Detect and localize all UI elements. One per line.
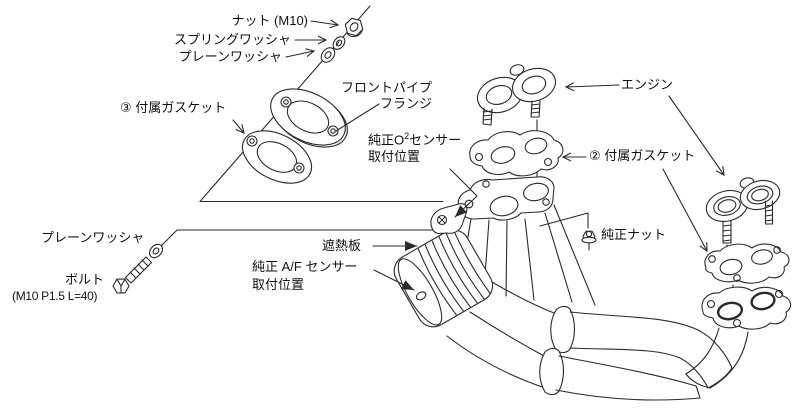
engine-flange-right-part bbox=[705, 177, 781, 244]
label-front-pipe-flange-1: フロントパイプ bbox=[340, 80, 432, 95]
label-engine: エンジン bbox=[621, 77, 674, 92]
label-af-sensor-line1: 純正 A/F センサー bbox=[252, 259, 358, 274]
right-flange-pipe bbox=[685, 327, 749, 389]
o2-suffix: センサー bbox=[409, 132, 462, 148]
label-plain-washer-top: プレーンワッシャ bbox=[178, 49, 282, 64]
o2-prefix: 純正O bbox=[368, 132, 405, 148]
bolt-part bbox=[112, 256, 153, 294]
label-bolt-spec: (M10 P1.5 L=40) bbox=[12, 289, 98, 303]
label-gasket2: ② 付属ガスケット bbox=[589, 148, 696, 163]
label-oem-nut: 純正ナット bbox=[601, 227, 667, 242]
gasket2-right-part bbox=[704, 243, 790, 284]
label-bolt: ボルト bbox=[65, 272, 105, 287]
plain-washer-bottom-part bbox=[148, 243, 164, 259]
o2-superscript: 2 bbox=[404, 131, 410, 141]
label-o2-sensor-line1: 純正O2センサー bbox=[368, 131, 461, 148]
manifold-flange-right-part bbox=[701, 286, 792, 330]
label-nut-m10: ナット (M10) bbox=[231, 13, 308, 28]
plain-washer-top-part bbox=[320, 47, 336, 63]
label-heat-shield: 遮熱板 bbox=[322, 238, 362, 253]
engine-flange-left-part bbox=[476, 64, 557, 126]
gasket3-part bbox=[241, 130, 313, 184]
label-spring-washer: スプリングワッシャ bbox=[173, 32, 291, 47]
manifold-engine-flange bbox=[457, 176, 555, 221]
label-o2-sensor-line2: 取付位置 bbox=[368, 149, 421, 164]
label-af-sensor-line2: 取付位置 bbox=[252, 277, 305, 292]
gasket2-left-part bbox=[469, 130, 564, 177]
o2-sensor-bracket bbox=[430, 203, 468, 235]
label-front-pipe-flange-2: フランジ bbox=[379, 96, 432, 111]
nut-m10-part bbox=[344, 17, 364, 38]
oem-nut-part bbox=[581, 230, 597, 251]
label-gasket3: ③ 付属ガスケット bbox=[120, 100, 227, 115]
leader-arrows bbox=[232, 19, 725, 291]
label-plain-washer-bottom: プレーンワッシャ bbox=[41, 230, 145, 245]
front-pipe-flange-part bbox=[270, 88, 348, 148]
spring-washer-part bbox=[332, 36, 346, 50]
collector-pipes bbox=[446, 281, 733, 401]
heat-shield-part bbox=[393, 229, 494, 328]
